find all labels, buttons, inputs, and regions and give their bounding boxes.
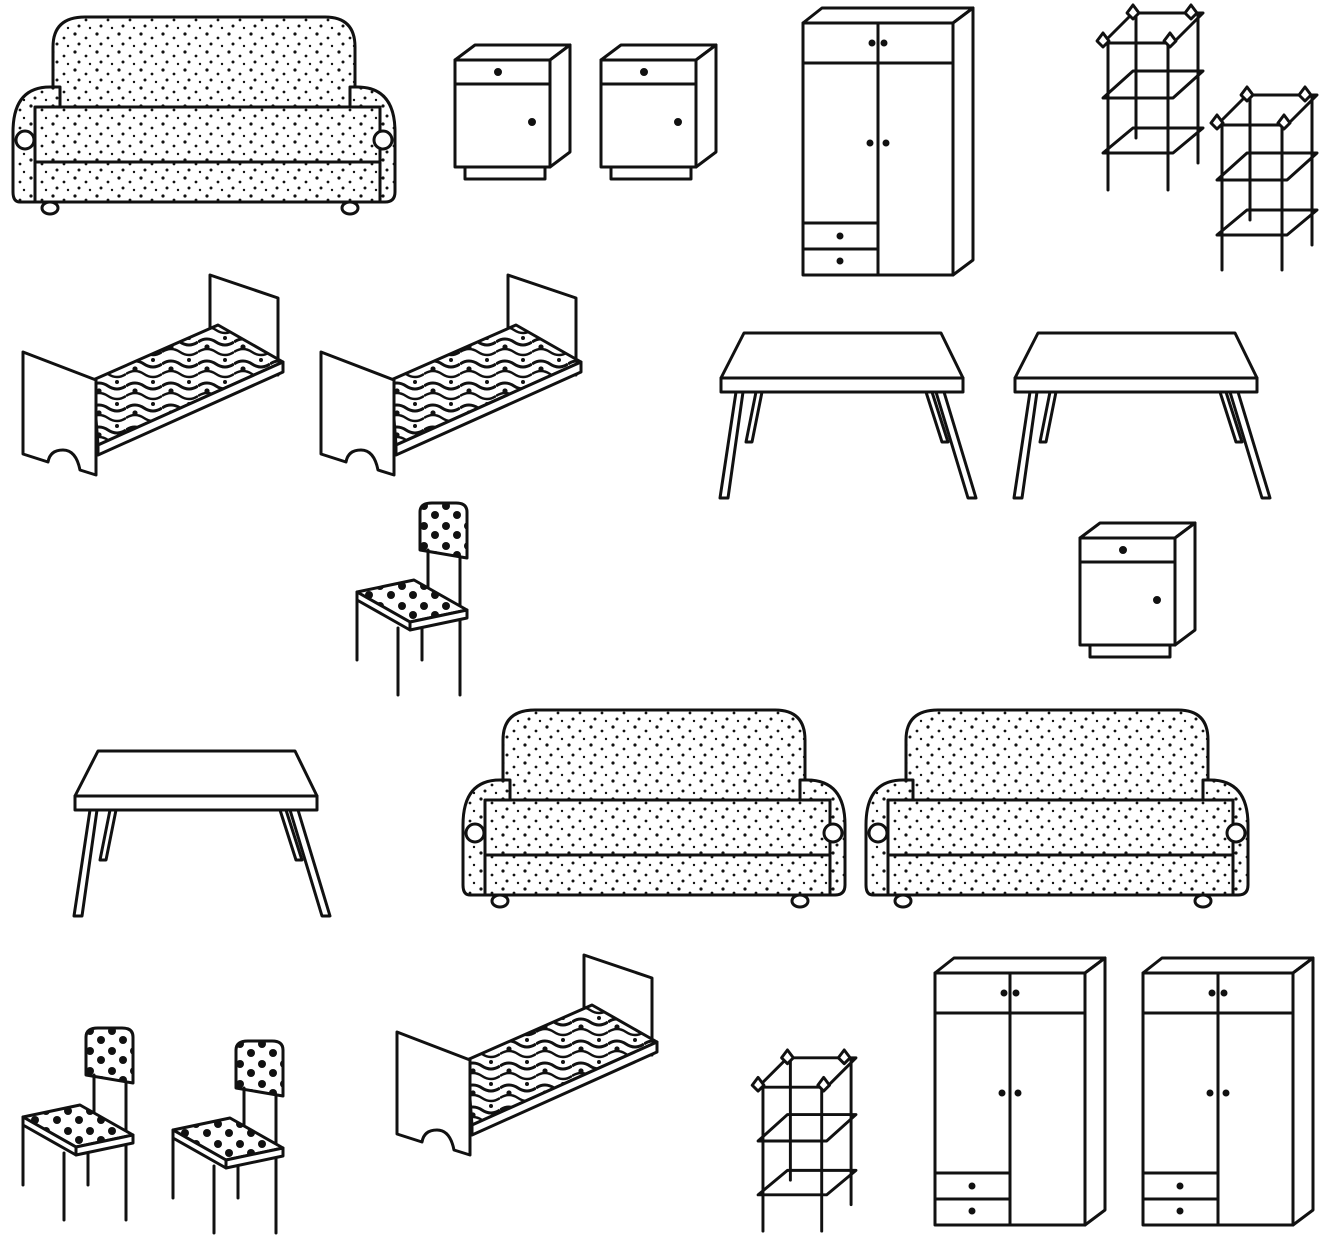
nightstand-icon: [1075, 520, 1205, 662]
shelf-icon: [1095, 3, 1210, 193]
sofa-icon: [858, 705, 1253, 909]
table-icon: [716, 330, 980, 502]
nightstand-icon: [596, 42, 726, 184]
chair-icon: [18, 1025, 140, 1223]
sofa-icon: [5, 12, 400, 216]
nightstand-icon: [450, 42, 580, 184]
wardrobe-icon: [800, 5, 978, 280]
shelf-icon: [750, 1048, 864, 1234]
shelf-icon: [1209, 85, 1324, 275]
wardrobe-icon: [1140, 955, 1318, 1230]
bed-icon: [392, 950, 664, 1160]
table-icon: [70, 748, 334, 920]
table-icon: [1010, 330, 1274, 502]
sofa-icon: [455, 705, 850, 909]
chair-icon: [352, 500, 474, 698]
bed-icon: [18, 270, 290, 480]
bed-icon: [316, 270, 588, 480]
wardrobe-icon: [932, 955, 1110, 1230]
chair-icon: [168, 1038, 290, 1236]
